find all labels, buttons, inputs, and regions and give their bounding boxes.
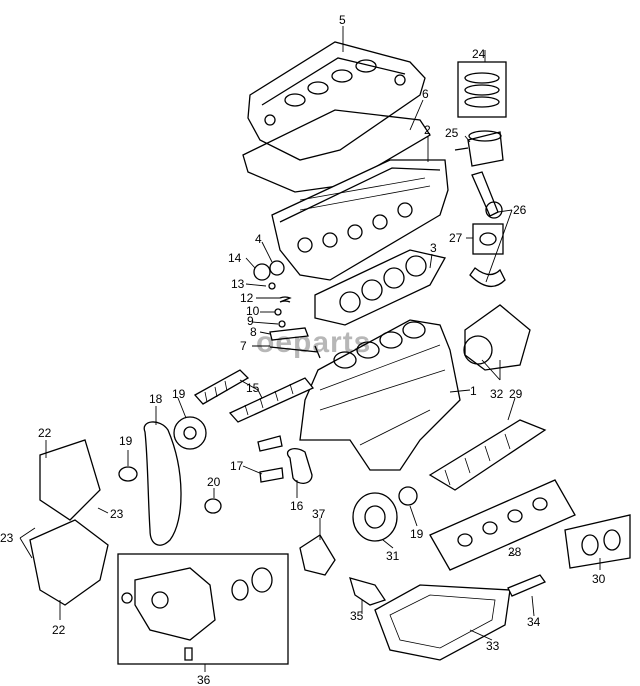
cam-sprocket [173, 416, 207, 450]
callout-16: 16 [290, 499, 304, 513]
valve-cover [247, 41, 426, 161]
thrust-bearings [564, 514, 631, 569]
oil-pickup [349, 577, 387, 606]
oil-pan [374, 584, 511, 661]
callout-10: 10 [246, 304, 260, 318]
crankshaft [428, 419, 547, 491]
callout-24: 24 [472, 47, 486, 61]
callout-36: 36 [197, 673, 211, 686]
callout-labels: 5 24 6 25 2 26 27 4 3 14 13 12 10 9 8 7 … [0, 13, 606, 686]
callout-7: 7 [240, 339, 247, 353]
callout-3: 3 [430, 241, 437, 255]
crank-sprocket [398, 486, 418, 506]
leader-lines [19, 26, 601, 672]
engine-block [299, 319, 461, 471]
callout-29: 28 [508, 545, 522, 559]
watermark: oeparts [256, 326, 371, 359]
oil-pump-assembly [117, 553, 289, 665]
callout-22-upper: 22 [38, 426, 52, 440]
timing-belt [143, 421, 182, 546]
callout-8: 8 [250, 325, 257, 339]
callout-4: 4 [255, 232, 262, 246]
camshaft-seal [269, 260, 285, 276]
callout-28: 29 [509, 387, 523, 401]
callout-34: 34 [527, 615, 541, 629]
head-gasket [314, 249, 446, 326]
callout-2: 2 [424, 123, 431, 137]
timing-cover-lower [29, 519, 109, 606]
callout-15: 15 [246, 381, 260, 395]
brackets [257, 435, 284, 483]
sealant-tube [507, 574, 547, 597]
callout-37: 37 [312, 507, 326, 521]
rear-seal-housing [463, 304, 531, 371]
callout-9: 9 [247, 314, 254, 328]
callout-19-upper: 19 [172, 387, 186, 401]
valve-lifter [253, 263, 271, 281]
callout-32: 32 [490, 387, 504, 401]
callout-23-right: 23 [110, 507, 124, 521]
callout-33: 33 [486, 639, 500, 653]
tensioner [118, 466, 138, 482]
callout-18: 18 [149, 392, 163, 406]
callout-23-left: 23 [0, 531, 14, 545]
callout-21: 20 [207, 475, 221, 489]
callout-6: 6 [422, 87, 429, 101]
callout-12: 12 [240, 291, 254, 305]
connecting-rod [471, 171, 503, 219]
timing-cover-upper [39, 439, 101, 521]
callout-19-lower: 19 [410, 527, 424, 541]
intake-gasket [286, 448, 313, 484]
callout-22-lower: 22 [52, 623, 66, 637]
callout-1: 1 [470, 384, 477, 398]
camshafts [193, 369, 315, 423]
piston [454, 130, 504, 167]
main-bearings [429, 479, 576, 571]
rod-bearing [472, 223, 504, 255]
cylinder-head [271, 159, 449, 281]
callout-30: 30 [592, 572, 606, 586]
valve-cover-gasket [242, 109, 431, 193]
callout-13: 13 [231, 277, 245, 291]
crank-pulley [352, 492, 398, 542]
callout-17: 17 [230, 459, 244, 473]
callout-27: 27 [449, 231, 463, 245]
callout-20: 19 [119, 434, 133, 448]
callout-26: 26 [513, 203, 527, 217]
idler-pulley [204, 498, 222, 514]
piston-rings [457, 61, 507, 118]
callout-25: 25 [445, 126, 459, 140]
callout-14: 14 [228, 251, 242, 265]
callout-35: 35 [350, 609, 364, 623]
rod-cap [469, 267, 506, 287]
callout-31: 31 [386, 549, 400, 563]
callout-5: 5 [339, 13, 346, 27]
timing-gasket [299, 534, 336, 576]
